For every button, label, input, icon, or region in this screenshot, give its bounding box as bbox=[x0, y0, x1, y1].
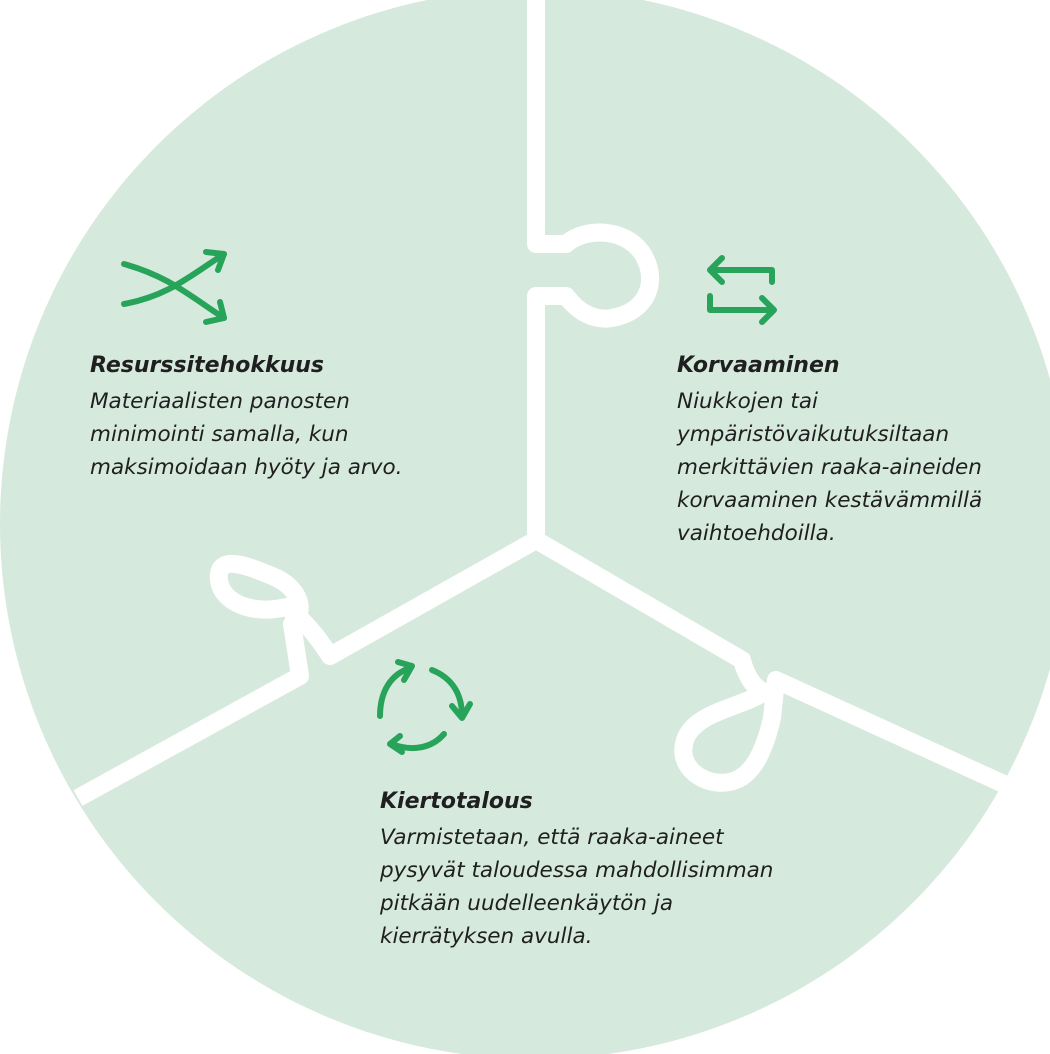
puzzle-dividers bbox=[73, 0, 1034, 806]
body-line: merkittävien raaka-aineiden bbox=[677, 455, 982, 480]
body-line: pysyvät taloudessa mahdollisimman bbox=[380, 858, 774, 883]
heading-kiertotalous: Kiertotalous bbox=[380, 789, 533, 814]
heading-korvaaminen: Korvaaminen bbox=[677, 353, 840, 378]
divider-vertical bbox=[527, 0, 660, 540]
body-line: Varmistetaan, että raaka-aineet bbox=[380, 825, 724, 850]
body-line: pitkään uudelleenkäytön ja bbox=[380, 891, 674, 916]
body-line: maksimoidaan hyöty ja arvo. bbox=[90, 455, 403, 480]
body-line: korvaaminen kestävämmillä bbox=[677, 488, 983, 513]
body-line: Niukkojen tai bbox=[677, 389, 818, 414]
body-line: vaihtoehdoilla. bbox=[677, 521, 836, 546]
divider-lower-left bbox=[73, 532, 541, 806]
text-block-korvaaminen: Korvaaminen Niukkojen tai ympäristövaiku… bbox=[677, 351, 982, 550]
body-line: Materiaalisten panosten bbox=[90, 389, 350, 414]
divider-lower-right bbox=[531, 532, 1034, 805]
text-block-resurssitehokkuus: Resurssitehokkuus Materiaalisten panoste… bbox=[90, 351, 402, 484]
shuffle-icon bbox=[121, 249, 227, 325]
heading-resurssitehokkuus: Resurssitehokkuus bbox=[90, 353, 324, 378]
body-line: kierrätyksen avulla. bbox=[380, 924, 593, 949]
text-block-kiertotalous: Kiertotalous Varmistetaan, että raaka-ai… bbox=[380, 787, 773, 953]
swap-arrows-icon bbox=[707, 255, 777, 325]
body-line: ympäristövaikutuksiltaan bbox=[677, 422, 950, 447]
body-line: minimointi samalla, kun bbox=[90, 422, 349, 447]
recycle-arrows-icon bbox=[377, 659, 473, 755]
